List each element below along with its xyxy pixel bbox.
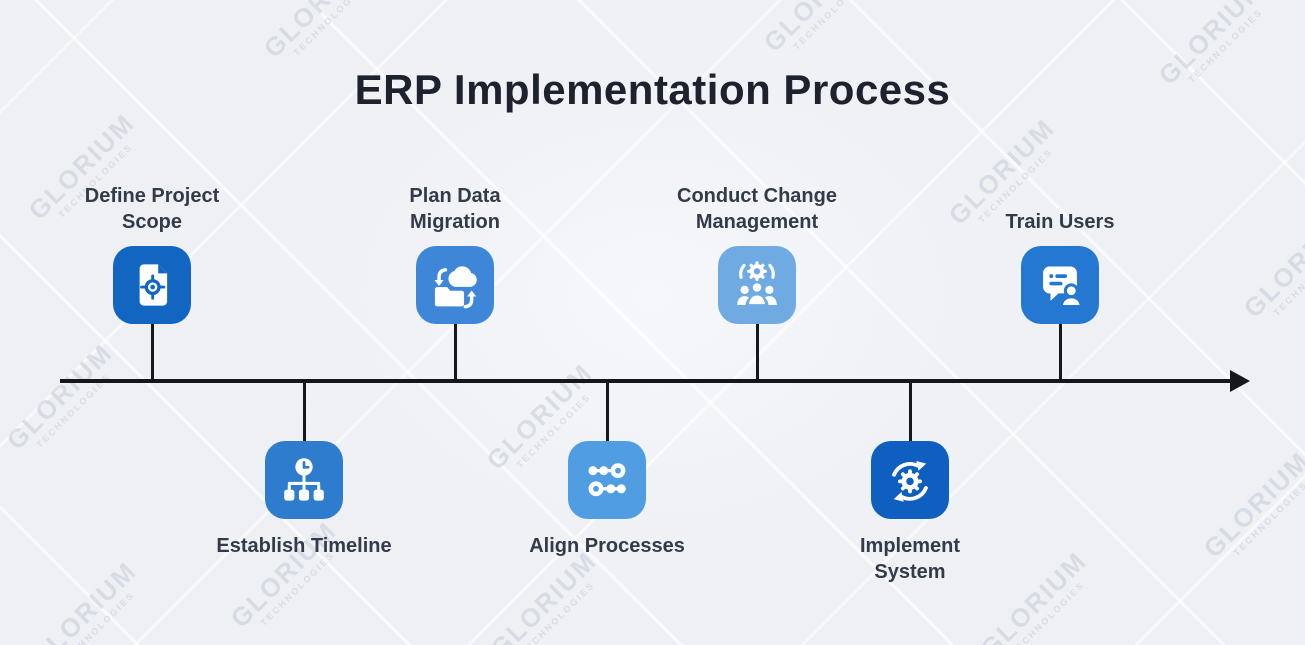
timeline-arrow-icon [1230, 370, 1250, 392]
step-icon-tile [265, 441, 343, 519]
step-label-establish-timeline: Establish Timeline [216, 535, 392, 557]
step-icon-tile [416, 246, 494, 324]
step-icon-tile [568, 441, 646, 519]
step-label-implement-system: Implement System [859, 535, 961, 583]
timeline-axis [60, 379, 1234, 383]
cloud-folder-migration-icon [434, 266, 477, 309]
step-label-align-processes: Align Processes [529, 535, 685, 557]
step-label-train-users: Train Users [1005, 211, 1115, 233]
page-title: ERP Implementation Process [354, 66, 951, 113]
connector-line [755, 320, 759, 380]
connector-line [1058, 320, 1062, 380]
step-icon-tile [871, 441, 949, 519]
document-target-icon [139, 264, 168, 306]
step-icon-tile [1021, 246, 1099, 324]
clock-hierarchy-icon [284, 458, 324, 501]
gear-sync-icon [892, 461, 928, 502]
step-icon-tile [113, 246, 191, 324]
step-icon-tile [718, 246, 796, 324]
step-label-plan-data-migration: Plan Data Migration [409, 185, 501, 233]
connector-line [908, 383, 912, 443]
nodes-align-icon [588, 463, 626, 497]
step-label-define-project-scope: Define Project Scope [84, 185, 220, 233]
connector-line [302, 383, 306, 443]
chat-user-icon [1043, 266, 1083, 308]
people-gear-icon [737, 261, 777, 307]
connector-line [453, 320, 457, 380]
step-label-conduct-change-management: Conduct Change Management [677, 185, 837, 233]
connector-line [150, 320, 154, 380]
connector-line [605, 383, 609, 443]
